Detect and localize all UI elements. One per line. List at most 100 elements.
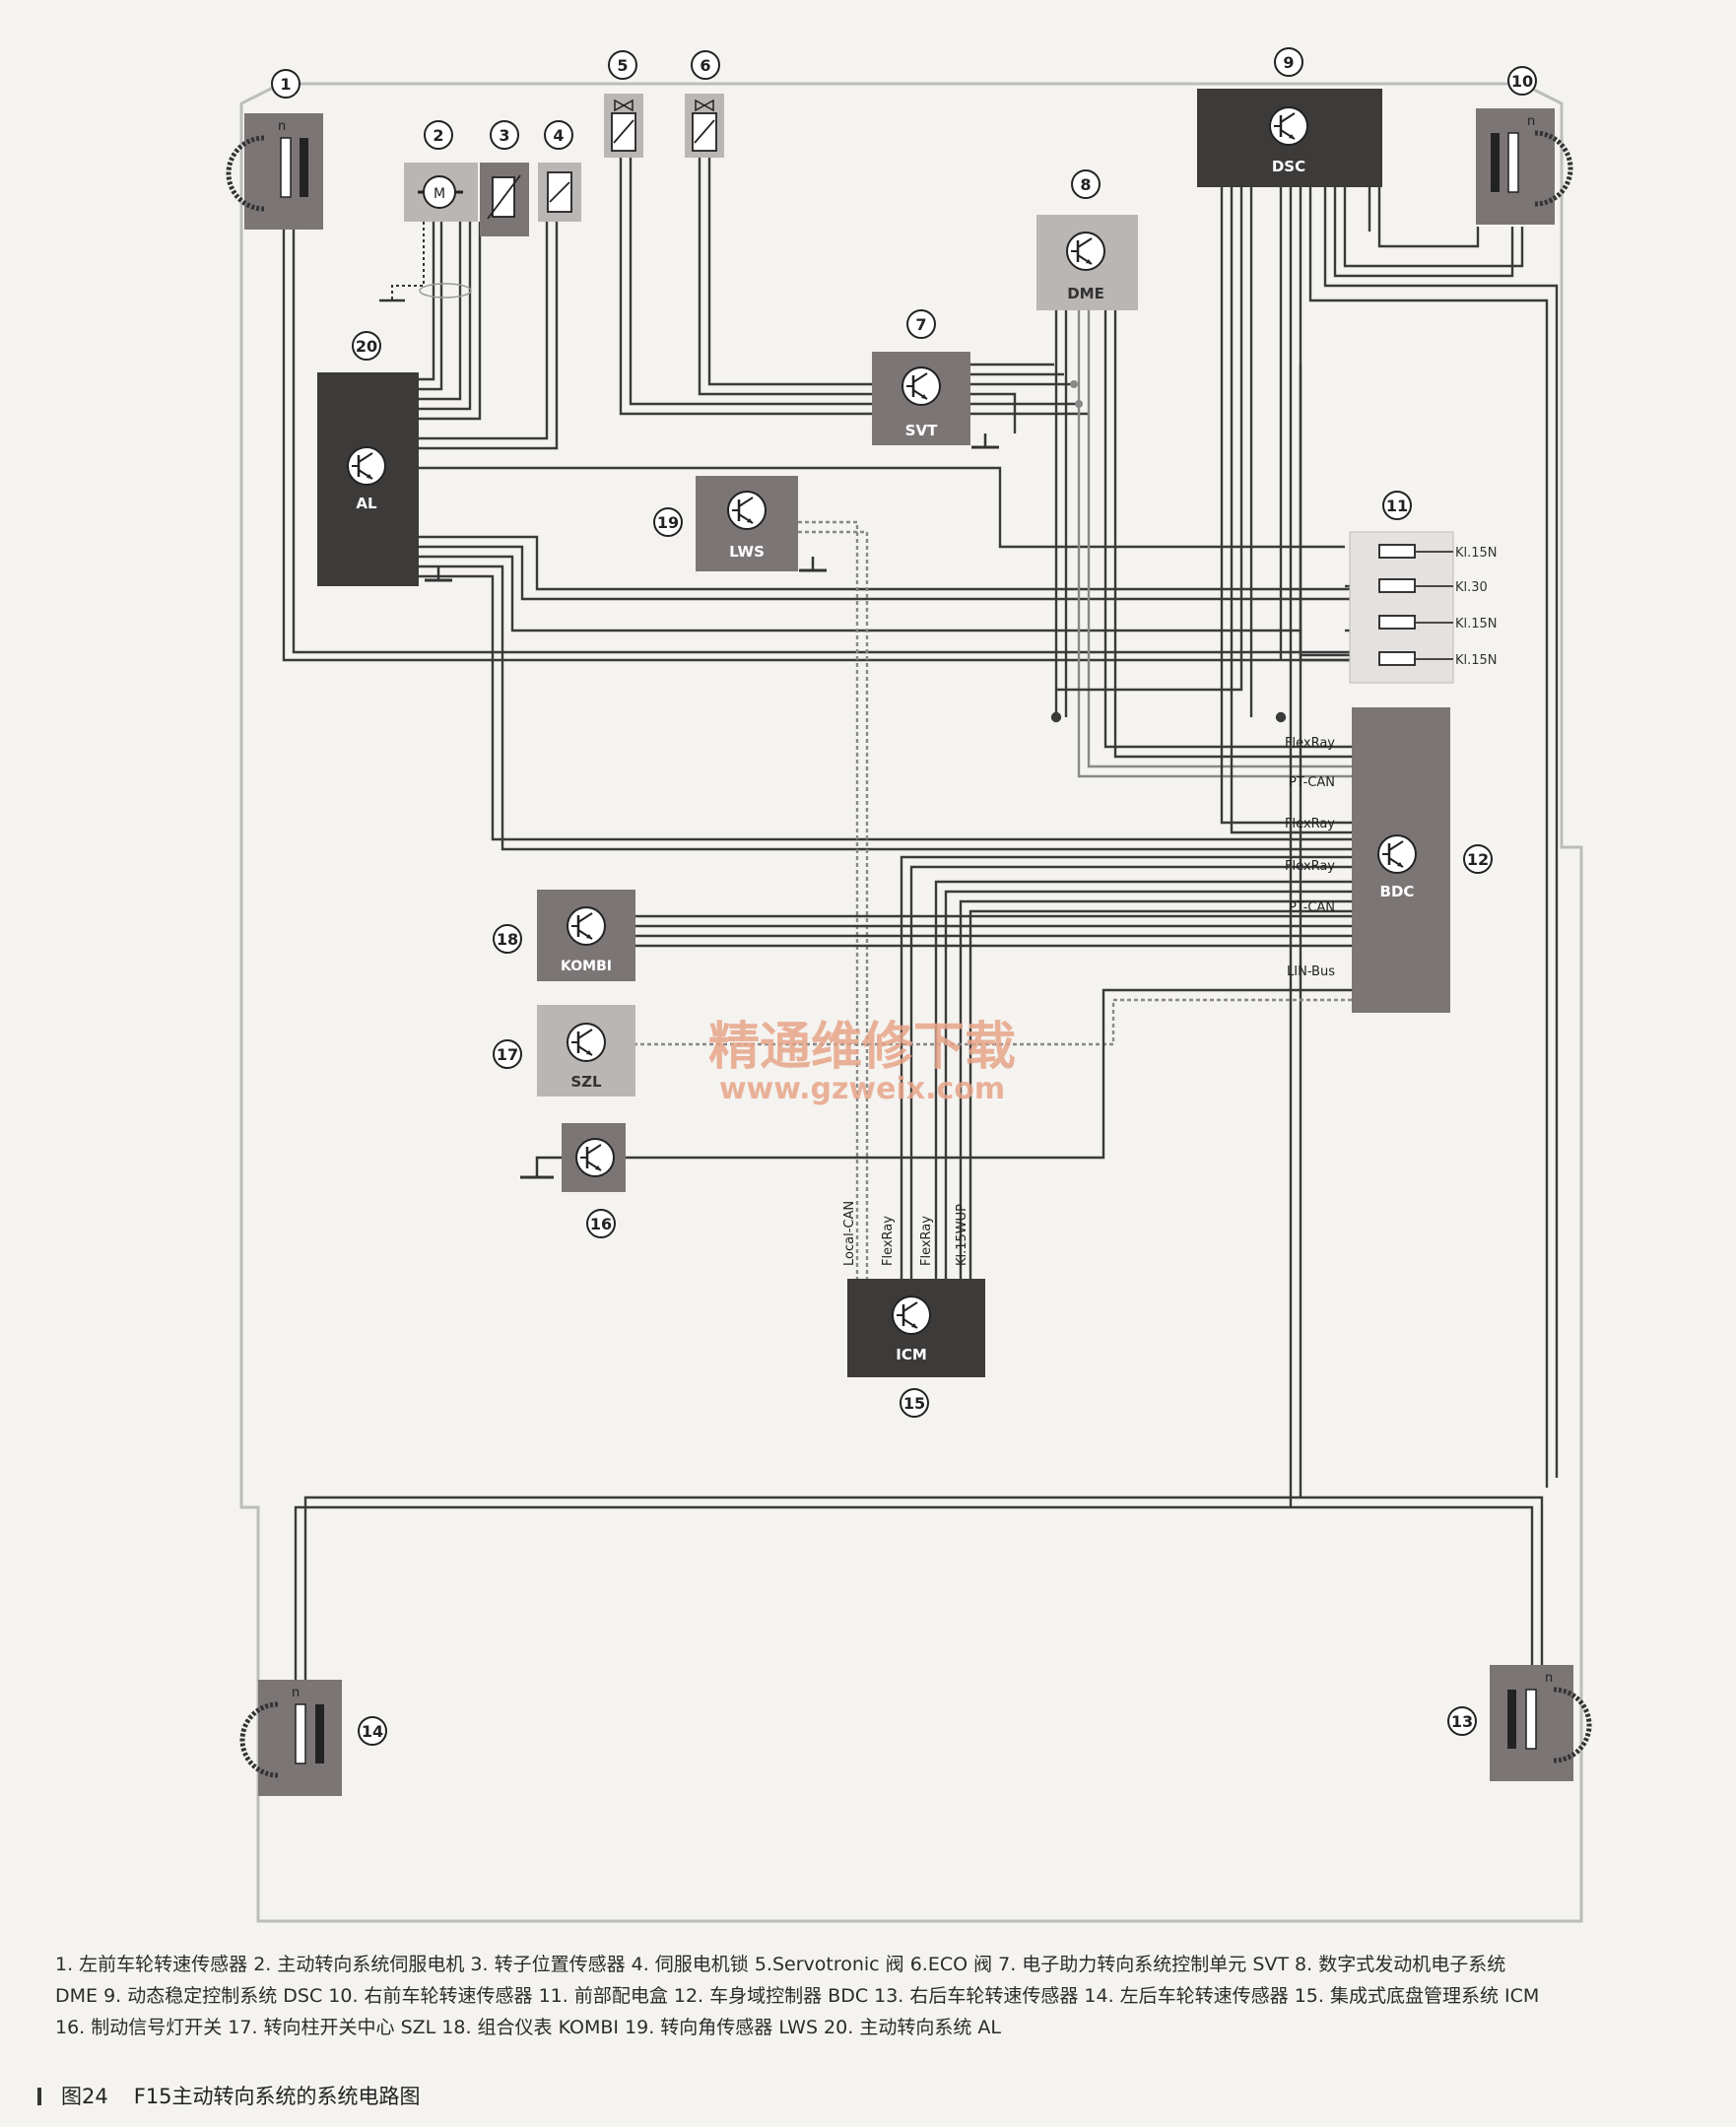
wheel-sensor-10: n [1476,108,1573,225]
car-outline [239,82,1583,1923]
svg-text:2: 2 [433,126,443,145]
fuse-label-2: Kl.30 [1455,580,1488,595]
wheel-sensor-1: n [226,113,323,230]
dsc-module: DSC [1197,89,1382,187]
svg-text:8: 8 [1080,175,1091,194]
svg-text:14: 14 [362,1722,383,1741]
watermark-line1: 精通维修下载 [708,1018,1016,1077]
lws-module: LWS [696,476,829,572]
icm-label-flexray-1: FlexRay [881,1216,896,1266]
bus-label-flexray-3: FlexRay [1285,859,1335,874]
svg-text:16: 16 [590,1215,612,1233]
kombi-label: KOMBI [561,959,612,974]
bus-label-ptcan-2: PT-CAN [1289,900,1335,915]
callout-7: 7 [906,309,936,339]
callout-6: 6 [691,50,720,80]
bus-label-linbus: LIN-Bus [1287,964,1335,979]
icm-label: ICM [896,1346,927,1363]
icm-label-flexray-2: FlexRay [919,1216,934,1266]
watermark: 精通维修下载 www.gzweix.com [708,1018,1016,1106]
wheel-sensor-14: n [239,1680,342,1796]
callout-16: 16 [586,1209,616,1238]
figure-title-text: F15主动转向系统的系统电路图 [133,2085,421,2108]
legend-line-3: 16. 制动信号灯开关 17. 转向柱开关中心 SZL 18. 组合仪表 KOM… [55,2017,1001,2038]
legend-caption: 1. 左前车轮转速传感器 2. 主动转向系统伺服电机 3. 转子位置传感器 4.… [55,1949,1720,2043]
icm-label-localcan: Local-CAN [842,1201,857,1266]
szl-module: SZL [537,1005,635,1097]
icm-bus-labels: Local-CAN FlexRay FlexRay Kl.15WUP [842,1201,969,1266]
dsc-label: DSC [1272,158,1305,175]
fuse-label-1: Kl.15N [1455,546,1498,561]
svg-text:11: 11 [1386,497,1408,515]
svg-text:1: 1 [280,75,291,94]
callout-14: 14 [358,1716,387,1746]
legend-line-2: DME 9. 动态稳定控制系统 DSC 10. 右前车轮转速传感器 11. 前部… [55,1985,1540,2007]
kombi-module: KOMBI [537,890,635,981]
svg-text:10: 10 [1511,72,1533,91]
legend-line-1: 1. 左前车轮转速传感器 2. 主动转向系统伺服电机 3. 转子位置传感器 4.… [55,1954,1506,1975]
figure-title: 图24 F15主动转向系统的系统电路图 [37,2081,421,2110]
callout-1: 1 [271,69,300,99]
valve-5 [604,94,643,158]
bdc-module: BDC [1352,707,1450,1013]
callout-10: 10 [1507,66,1537,96]
callout-9: 9 [1274,47,1303,77]
icm-label-kl15wup: Kl.15WUP [955,1204,969,1266]
icm-module: ICM [847,1279,985,1377]
wiring [282,158,1559,1680]
sensor-13-n: n [1545,1671,1553,1686]
szl-label: SZL [570,1073,602,1091]
valve-6 [685,94,724,158]
callout-17: 17 [493,1039,522,1069]
bus-label-ptcan-1: PT-CAN [1289,775,1335,790]
callout-2: 2 [424,120,453,150]
svg-text:12: 12 [1467,850,1489,869]
svg-text:7: 7 [915,315,926,334]
callout-5: 5 [608,50,637,80]
watermark-line2: www.gzweix.com [719,1072,1005,1106]
bdc-label: BDC [1380,883,1415,900]
svg-text:20: 20 [356,337,377,356]
sensor-14-n: n [292,1686,300,1700]
callout-3: 3 [490,120,519,150]
callout-12: 12 [1463,844,1493,874]
callout-19: 19 [653,507,683,537]
svg-text:15: 15 [903,1394,925,1413]
title-bar [37,2088,41,2105]
fuse-label-4: Kl.15N [1455,653,1498,668]
svg-text:3: 3 [499,126,509,145]
svg-text:9: 9 [1283,53,1294,72]
svg-text:4: 4 [553,126,564,145]
rotor-position-sensor-3 [480,163,529,236]
circuit-diagram: AL SVT DME DSC LWS BDC KOMBI SZL [226,47,1592,1923]
callout-11: 11 [1382,491,1412,520]
fuse-label-3: Kl.15N [1455,617,1498,631]
motor-m-label: M [434,186,445,202]
bus-label-flexray-2: FlexRay [1285,817,1335,831]
figure-number: 图24 [61,2085,108,2108]
callout-8: 8 [1071,169,1101,199]
callouts: 1 2 3 4 5 6 7 8 9 10 11 12 13 14 15 16 1… [271,47,1537,1746]
al-module: AL [317,372,454,586]
front-distribution-box: Kl.15N Kl.30 Kl.15N Kl.15N [1349,531,1498,684]
bdc-bus-labels: FlexRay PT-CAN FlexRay FlexRay PT-CAN LI… [1285,736,1335,979]
brake-switch-module [520,1123,626,1192]
callout-20: 20 [352,331,381,361]
dme-label: DME [1067,285,1104,302]
servo-motor-2: M [379,163,478,302]
sensor-1-n: n [278,119,286,134]
svg-text:19: 19 [657,513,679,532]
svg-text:17: 17 [497,1045,518,1064]
dme-module: DME [1036,215,1138,310]
wheel-sensor-13: n [1490,1665,1592,1781]
lws-label: LWS [729,543,765,561]
al-label: AL [356,495,377,512]
callout-13: 13 [1447,1706,1477,1736]
servo-lock-4 [538,163,581,222]
svg-text:6: 6 [700,56,710,75]
svg-text:18: 18 [497,930,518,949]
callout-15: 15 [900,1388,929,1418]
svg-text:5: 5 [617,56,628,75]
svt-module: SVT [872,352,1001,449]
sensor-10-n: n [1527,114,1535,129]
